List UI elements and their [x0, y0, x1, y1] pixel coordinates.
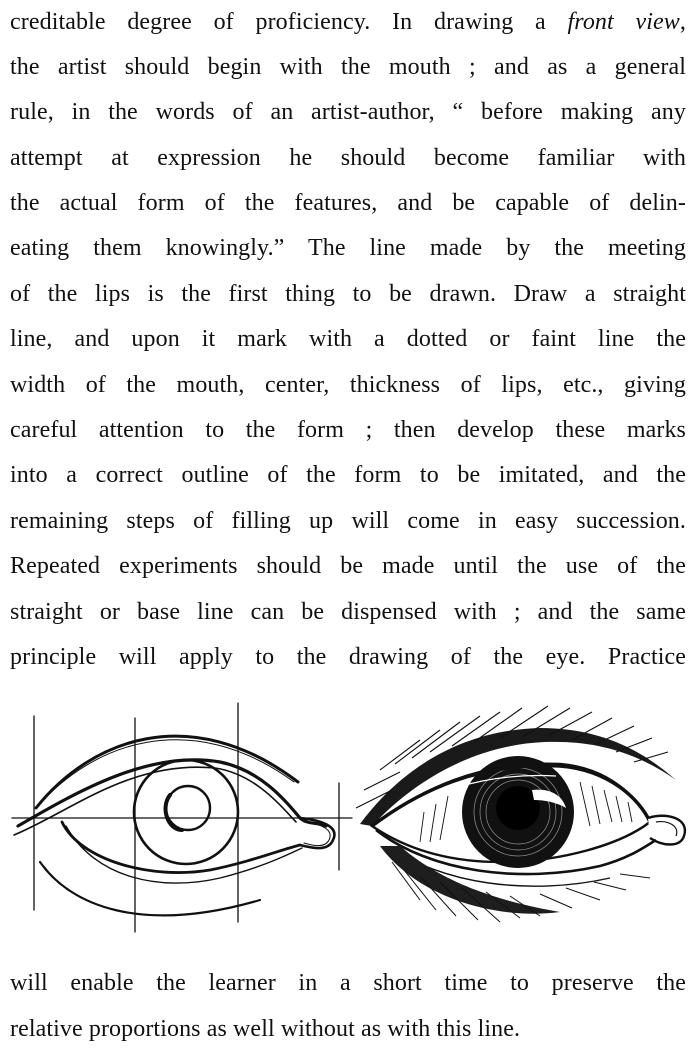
text-line-13: Repeated experiments should be made unti… [10, 553, 686, 579]
text-line-17: relative proportions as well without as … [10, 1016, 521, 1042]
text-line-7: of the lips is the first thing to be dra… [10, 281, 686, 307]
text-line-9: width of the mouth, center, thickness of… [10, 372, 686, 398]
text-line-16: will enable the learner in a short time … [10, 970, 686, 996]
text-line-3: rule, in the words of an artist-author, … [10, 99, 686, 125]
outline-eye-with-grid-illustration [11, 702, 353, 933]
text-line-15: principle will apply to the drawing of t… [10, 644, 686, 670]
eye-illustrations-figure [0, 695, 700, 945]
text-line-11: into a correct outline of the form to be… [10, 462, 686, 488]
eye-figure-svg [11, 702, 687, 933]
shaded-eye-engraving-illustration [355, 705, 687, 923]
text-line-1: creditable degree of proficiency. In dra… [10, 7, 686, 37]
text-line-14: straight or base line can be dispensed w… [10, 599, 686, 625]
text-line-5: the actual form of the features, and be … [10, 190, 686, 216]
italic-phrase: front view [567, 9, 680, 35]
text-line-2: the artist should begin with the mouth ;… [10, 54, 686, 80]
text-line-4: attempt at expression he should become f… [10, 145, 686, 171]
text-line-8: line, and upon it mark with a dotted or … [10, 326, 686, 352]
text-segment: creditable degree of proficiency. In dra… [10, 9, 568, 35]
text-line-12: remaining steps of filling up will come … [10, 508, 686, 534]
text-line-6: eating them knowingly.” The line made by… [10, 235, 686, 261]
text-line-10: careful attention to the form ; then dev… [10, 417, 686, 443]
text-segment: , [679, 9, 686, 35]
